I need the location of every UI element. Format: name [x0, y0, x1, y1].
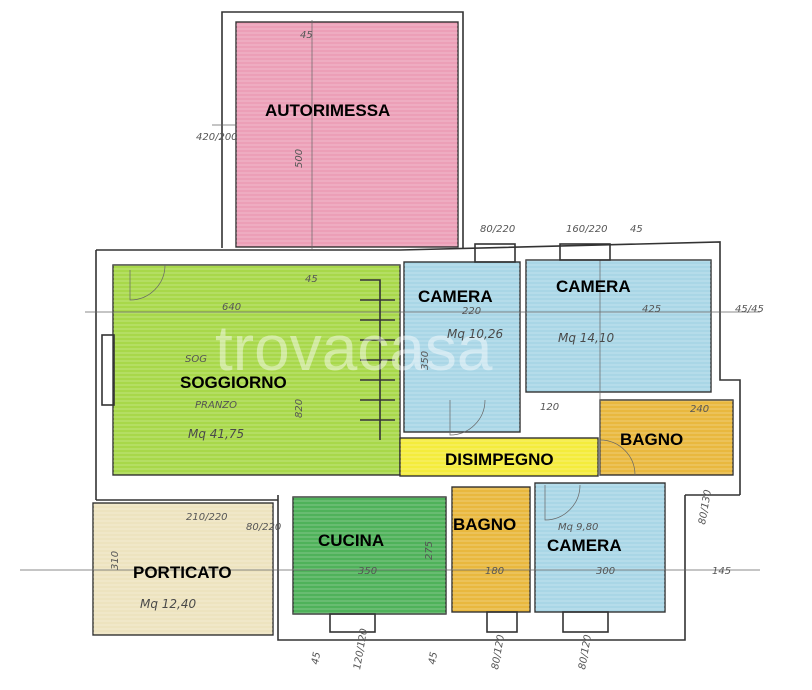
area-porticato: Mq 12,40	[140, 597, 197, 611]
dim-bagno1-width: 240	[690, 404, 709, 415]
pencil-texture	[293, 497, 446, 614]
note-sog: SOG	[185, 354, 207, 365]
room-label-bagno-1: BAGNO	[620, 430, 683, 449]
dim-porticato-height: 310	[110, 551, 121, 570]
dim-garage-window: 420/200	[196, 132, 238, 143]
dim-porticato-window: 210/220	[186, 512, 228, 523]
area-soggiorno: Mq 41,75	[188, 427, 244, 441]
dim-soggiorno-wall: 45	[305, 274, 318, 285]
room-label-autorimessa: AUTORIMESSA	[265, 101, 390, 120]
outer-wall	[95, 241, 741, 641]
dim-bottom-45a: 45	[310, 651, 323, 665]
rooms-layer	[92, 21, 734, 636]
watermark-logo: trovacasa	[215, 312, 493, 384]
room-disimpegno	[399, 437, 599, 477]
dim-soggiorno-width: 640	[222, 302, 241, 313]
room-camera-1	[403, 261, 521, 433]
dim-garage-height: 500	[294, 149, 305, 168]
window-cucina	[329, 613, 376, 633]
dim-bottom-45b: 45	[427, 651, 440, 665]
room-porticato	[92, 502, 274, 636]
dim-right-ext: 145	[712, 566, 731, 577]
area-camera-2: Mq 14,10	[558, 331, 615, 345]
room-label-camera-3: CAMERA	[547, 536, 622, 555]
dim-camera2-window: 160/220	[566, 224, 608, 235]
dim-camera1-window: 80/220	[480, 224, 515, 235]
pencil-texture	[400, 438, 598, 476]
window-garage	[474, 243, 516, 263]
dim-camera1-width: 220	[462, 306, 481, 317]
room-bagno-1	[599, 399, 734, 476]
pencil-texture	[404, 262, 520, 432]
room-soggiorno	[112, 264, 401, 476]
dim-cucina-width: 350	[358, 566, 377, 577]
garage-wall	[221, 11, 464, 248]
pencil-texture	[535, 483, 665, 612]
window-camera-bottom	[562, 611, 609, 633]
dim-soggiorno-height: 820	[294, 399, 305, 418]
room-label-disimpegno: DISIMPEGNO	[445, 450, 554, 469]
window-camera	[559, 243, 611, 261]
room-bagno-2	[451, 486, 531, 613]
dim-camera3-width: 300	[596, 566, 615, 577]
dim-camera1-height: 350	[420, 351, 431, 370]
room-label-porticato: PORTICATO	[133, 563, 232, 582]
area-camera-3: Mq 9,80	[558, 522, 598, 533]
walls-layer	[20, 11, 760, 641]
pencil-texture	[113, 265, 400, 475]
pencil-texture	[452, 487, 530, 612]
dim-garage-top: 45	[300, 30, 313, 41]
area-camera-1: Mq 10,26	[447, 327, 504, 341]
dim-bagno2-width: 180	[485, 566, 504, 577]
window-soggiorno	[101, 334, 115, 406]
room-cucina	[292, 496, 447, 615]
room-autorimessa	[235, 21, 459, 248]
dim-camera2-width: 425	[642, 304, 661, 315]
door-swing	[129, 264, 636, 521]
room-label-bagno-2: BAGNO	[453, 515, 516, 534]
pencil-texture	[236, 22, 458, 247]
dim-bottom-cucina-window: 120/120	[352, 628, 370, 671]
room-camera-3	[534, 482, 666, 613]
room-label-camera-2: CAMERA	[556, 277, 631, 296]
dim-cucina-door: 80/220	[246, 522, 281, 533]
room-label-soggiorno: SOGGIORNO	[180, 373, 287, 392]
room-label-camera-1: CAMERA	[418, 287, 493, 306]
note-pranzo: PRANZO	[195, 400, 237, 411]
dim-right-wall: 45/45	[735, 304, 764, 315]
pencil-texture	[600, 400, 733, 475]
room-label-cucina: CUCINA	[318, 531, 384, 550]
dim-cucina-height: 275	[424, 541, 435, 560]
room-camera-2	[525, 259, 712, 393]
dim-disimpegno-door: 120	[540, 402, 559, 413]
dimension-lines	[20, 20, 760, 571]
dim-camera2-top: 45	[630, 224, 643, 235]
pencil-texture	[93, 503, 273, 635]
pencil-texture	[526, 260, 711, 392]
window-bagno	[486, 611, 518, 633]
stairs	[360, 279, 395, 440]
